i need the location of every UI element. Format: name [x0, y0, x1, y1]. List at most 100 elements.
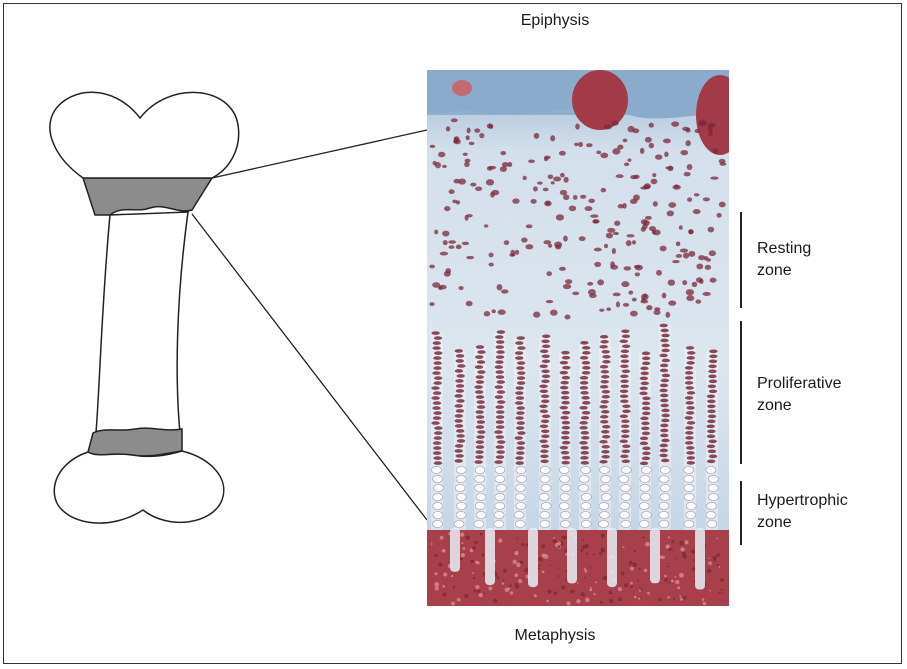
- chondrocyte: [640, 417, 648, 421]
- chondrocyte: [661, 459, 669, 463]
- chondrocyte: [642, 412, 650, 416]
- bone-speckle: [475, 561, 478, 564]
- chondrocyte: [433, 391, 441, 395]
- chondrocyte: [621, 434, 629, 438]
- bone-speckle: [638, 567, 641, 570]
- hypertrophic-cell: [474, 521, 484, 528]
- chondrocyte: [618, 204, 624, 208]
- chondrocyte: [642, 447, 650, 451]
- hypertrophic-cell: [475, 476, 485, 483]
- chondrocyte: [517, 376, 525, 380]
- chondrocyte: [540, 409, 548, 413]
- hypertrophic-cell: [516, 467, 526, 474]
- chondrocyte: [475, 355, 483, 359]
- chondrocyte: [652, 173, 656, 177]
- chondrocyte: [581, 451, 589, 455]
- chondrocyte: [497, 400, 505, 404]
- bone-speckle: [679, 573, 684, 578]
- chondrocyte: [516, 446, 524, 450]
- chondrocyte: [456, 434, 464, 438]
- chondrocyte: [550, 310, 558, 316]
- bone-speckle: [673, 598, 675, 600]
- chondrocyte: [542, 344, 550, 348]
- chondrocyte: [641, 427, 649, 431]
- bone-speckle: [451, 575, 453, 577]
- chondrocyte: [620, 439, 628, 443]
- hypertrophic-cell: [540, 476, 550, 483]
- bone-speckle: [585, 544, 589, 548]
- bone-speckle: [591, 567, 593, 569]
- bone-speckle: [484, 593, 486, 595]
- chondrocyte: [659, 389, 667, 393]
- bone-speckle: [637, 580, 639, 582]
- chondrocyte: [621, 419, 629, 423]
- bone-speckle: [576, 599, 580, 603]
- bone-speckle: [481, 553, 484, 556]
- chondrocyte: [497, 330, 505, 334]
- hypertrophic-cell: [456, 467, 466, 474]
- chondrocyte: [621, 349, 629, 353]
- bone-speckle: [675, 580, 679, 584]
- chondrocyte: [496, 405, 504, 409]
- chondrocyte: [496, 345, 504, 349]
- chondrocyte: [716, 213, 721, 218]
- chondrocyte: [580, 381, 588, 385]
- chondrocyte: [476, 445, 484, 449]
- chondrocyte: [533, 312, 540, 318]
- bone-speckle: [680, 547, 684, 551]
- chondrocyte: [542, 414, 550, 418]
- resting-zone-line2: zone: [757, 260, 897, 282]
- chondrocyte: [621, 359, 629, 363]
- chondrocyte: [581, 396, 589, 400]
- chondrocyte: [687, 461, 695, 465]
- hypertrophic-cell: [433, 494, 443, 501]
- bone-speckle: [443, 593, 447, 597]
- chondrocyte: [516, 411, 524, 415]
- chondrocyte: [517, 346, 525, 350]
- hypertrophic-cell: [684, 485, 694, 492]
- chondrocyte: [604, 124, 612, 129]
- chondrocyte: [642, 407, 650, 411]
- bone-speckle: [554, 591, 557, 594]
- chondrocyte: [455, 424, 463, 428]
- bone-speckle: [679, 595, 681, 597]
- bone-speckle: [502, 582, 504, 584]
- chondrocyte: [491, 309, 495, 313]
- chondrocyte: [451, 118, 458, 122]
- chondrocyte: [575, 123, 579, 129]
- chondrocyte: [613, 232, 619, 235]
- chondrocyte: [641, 422, 649, 426]
- bone-speckle: [577, 582, 579, 584]
- chondrocyte: [600, 415, 608, 419]
- chondrocyte: [476, 375, 484, 379]
- chondrocyte: [544, 157, 548, 161]
- bone-speckle: [677, 586, 680, 589]
- chondrocyte: [560, 406, 568, 410]
- chondrocyte: [685, 436, 693, 440]
- hypertrophic-cell: [601, 476, 611, 483]
- hypertrophic-cell: [433, 476, 443, 483]
- chondrocyte: [710, 278, 717, 283]
- bone-speckle: [589, 589, 592, 592]
- chondrocyte: [562, 366, 570, 370]
- chondrocyte: [477, 370, 485, 374]
- bone-speckle: [621, 572, 625, 576]
- chondrocyte: [431, 396, 439, 400]
- chondrocyte: [442, 231, 449, 237]
- hypertrophic-cell: [514, 512, 524, 519]
- proliferative-zone-line1: Proliferative: [757, 373, 897, 395]
- chondrocyte: [642, 432, 650, 436]
- chondrocyte: [602, 425, 610, 429]
- hypertrophic-cell: [456, 503, 466, 510]
- bone-speckle: [593, 593, 595, 595]
- bone-speckle: [472, 572, 474, 574]
- hypertrophic-cell: [640, 476, 650, 483]
- chondrocyte: [581, 431, 589, 435]
- chondrocyte: [708, 227, 715, 233]
- proliferative-zone-line2: zone: [757, 395, 897, 417]
- chondrocyte: [640, 462, 648, 466]
- bone-speckle: [622, 546, 624, 548]
- bone-speckle: [644, 569, 647, 572]
- hypertrophic-cell: [495, 467, 505, 474]
- chondrocyte: [560, 173, 565, 177]
